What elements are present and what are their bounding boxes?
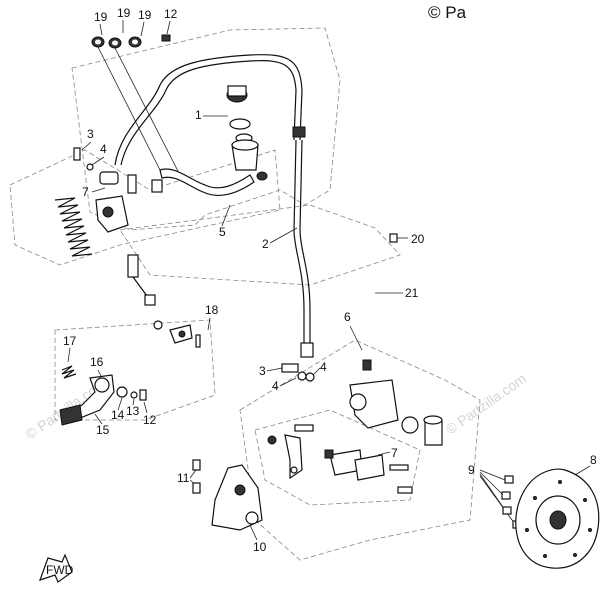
callout-19: 19 [117,6,131,20]
callout-20: 20 [411,232,425,246]
washer-icon [305,372,315,382]
washer-icon [116,386,128,398]
callout-10: 10 [253,540,267,554]
callout-12: 12 [143,413,157,427]
pad-hanger [284,434,303,480]
reservoir-tube [114,54,303,166]
bolt-icon [192,482,201,494]
spring-clip [267,435,277,445]
banjo-bolt [281,363,299,373]
pushrod [127,254,163,330]
callout-15: 15 [96,423,110,437]
callout-9: 9 [468,463,475,477]
brake-fluid-reservoir [226,85,268,181]
brake-master-cylinder [95,171,163,233]
callout-8: 8 [590,453,597,467]
return-spring [54,197,93,257]
screw-icon [389,233,398,243]
hose-clamp [91,36,142,49]
callout-12: 12 [164,7,178,21]
brake-pedal [59,374,115,426]
callout-7: 7 [391,446,398,460]
callout-17: 17 [63,334,77,348]
master-cylinder-outline [9,149,281,266]
brake-pads [324,449,385,481]
washer-icon [130,391,138,399]
washer-icon [86,163,94,171]
copyright-watermark: © Pa [428,3,467,22]
callout-19: 19 [94,10,108,24]
pad-outline [254,409,421,506]
callout-3: 3 [87,127,94,141]
reservoir-hose [159,168,255,196]
pedal-outline [54,319,216,421]
callout-4: 4 [100,142,107,156]
pad-pin [389,464,409,471]
brake-disc [515,468,600,569]
callout-18: 18 [205,303,219,317]
callout-4: 4 [320,360,327,374]
banjo-fitting [300,342,314,358]
callout-3: 3 [259,364,266,378]
callout-16: 16 [90,355,104,369]
hose-outline [119,204,401,286]
bolt-icon [397,486,413,494]
slide-pin [294,424,314,432]
callout-11: 11 [177,471,190,485]
pedal-spring [61,365,77,379]
callout-4: 4 [272,379,279,393]
fwd-label: FWD [46,563,74,577]
callout-7: 7 [82,185,89,199]
bolt-icon [73,147,81,161]
washer-icon [297,371,307,381]
line-grommet [292,126,306,138]
screw-icon [161,34,171,42]
caliper-outline [239,339,481,561]
forward-arrow-icon: FWD [39,553,74,583]
callout-14: 14 [111,408,125,422]
callout-6: 6 [344,310,351,324]
callout-21: 21 [405,286,419,300]
brake-line [299,139,311,345]
brake-switch [169,324,201,348]
callout-1: 1 [195,108,202,122]
callout-19: 19 [138,8,152,22]
bolt-icon [192,459,201,471]
faint-watermark-right: © Partzilla.com [443,370,529,437]
bolt-icon [139,389,147,401]
callout-13: 13 [126,404,140,418]
brake-caliper [349,359,443,446]
upper-assembly-outline [71,27,341,231]
callout-2: 2 [262,237,269,251]
callout-5: 5 [219,225,226,239]
caliper-bracket [211,464,263,531]
